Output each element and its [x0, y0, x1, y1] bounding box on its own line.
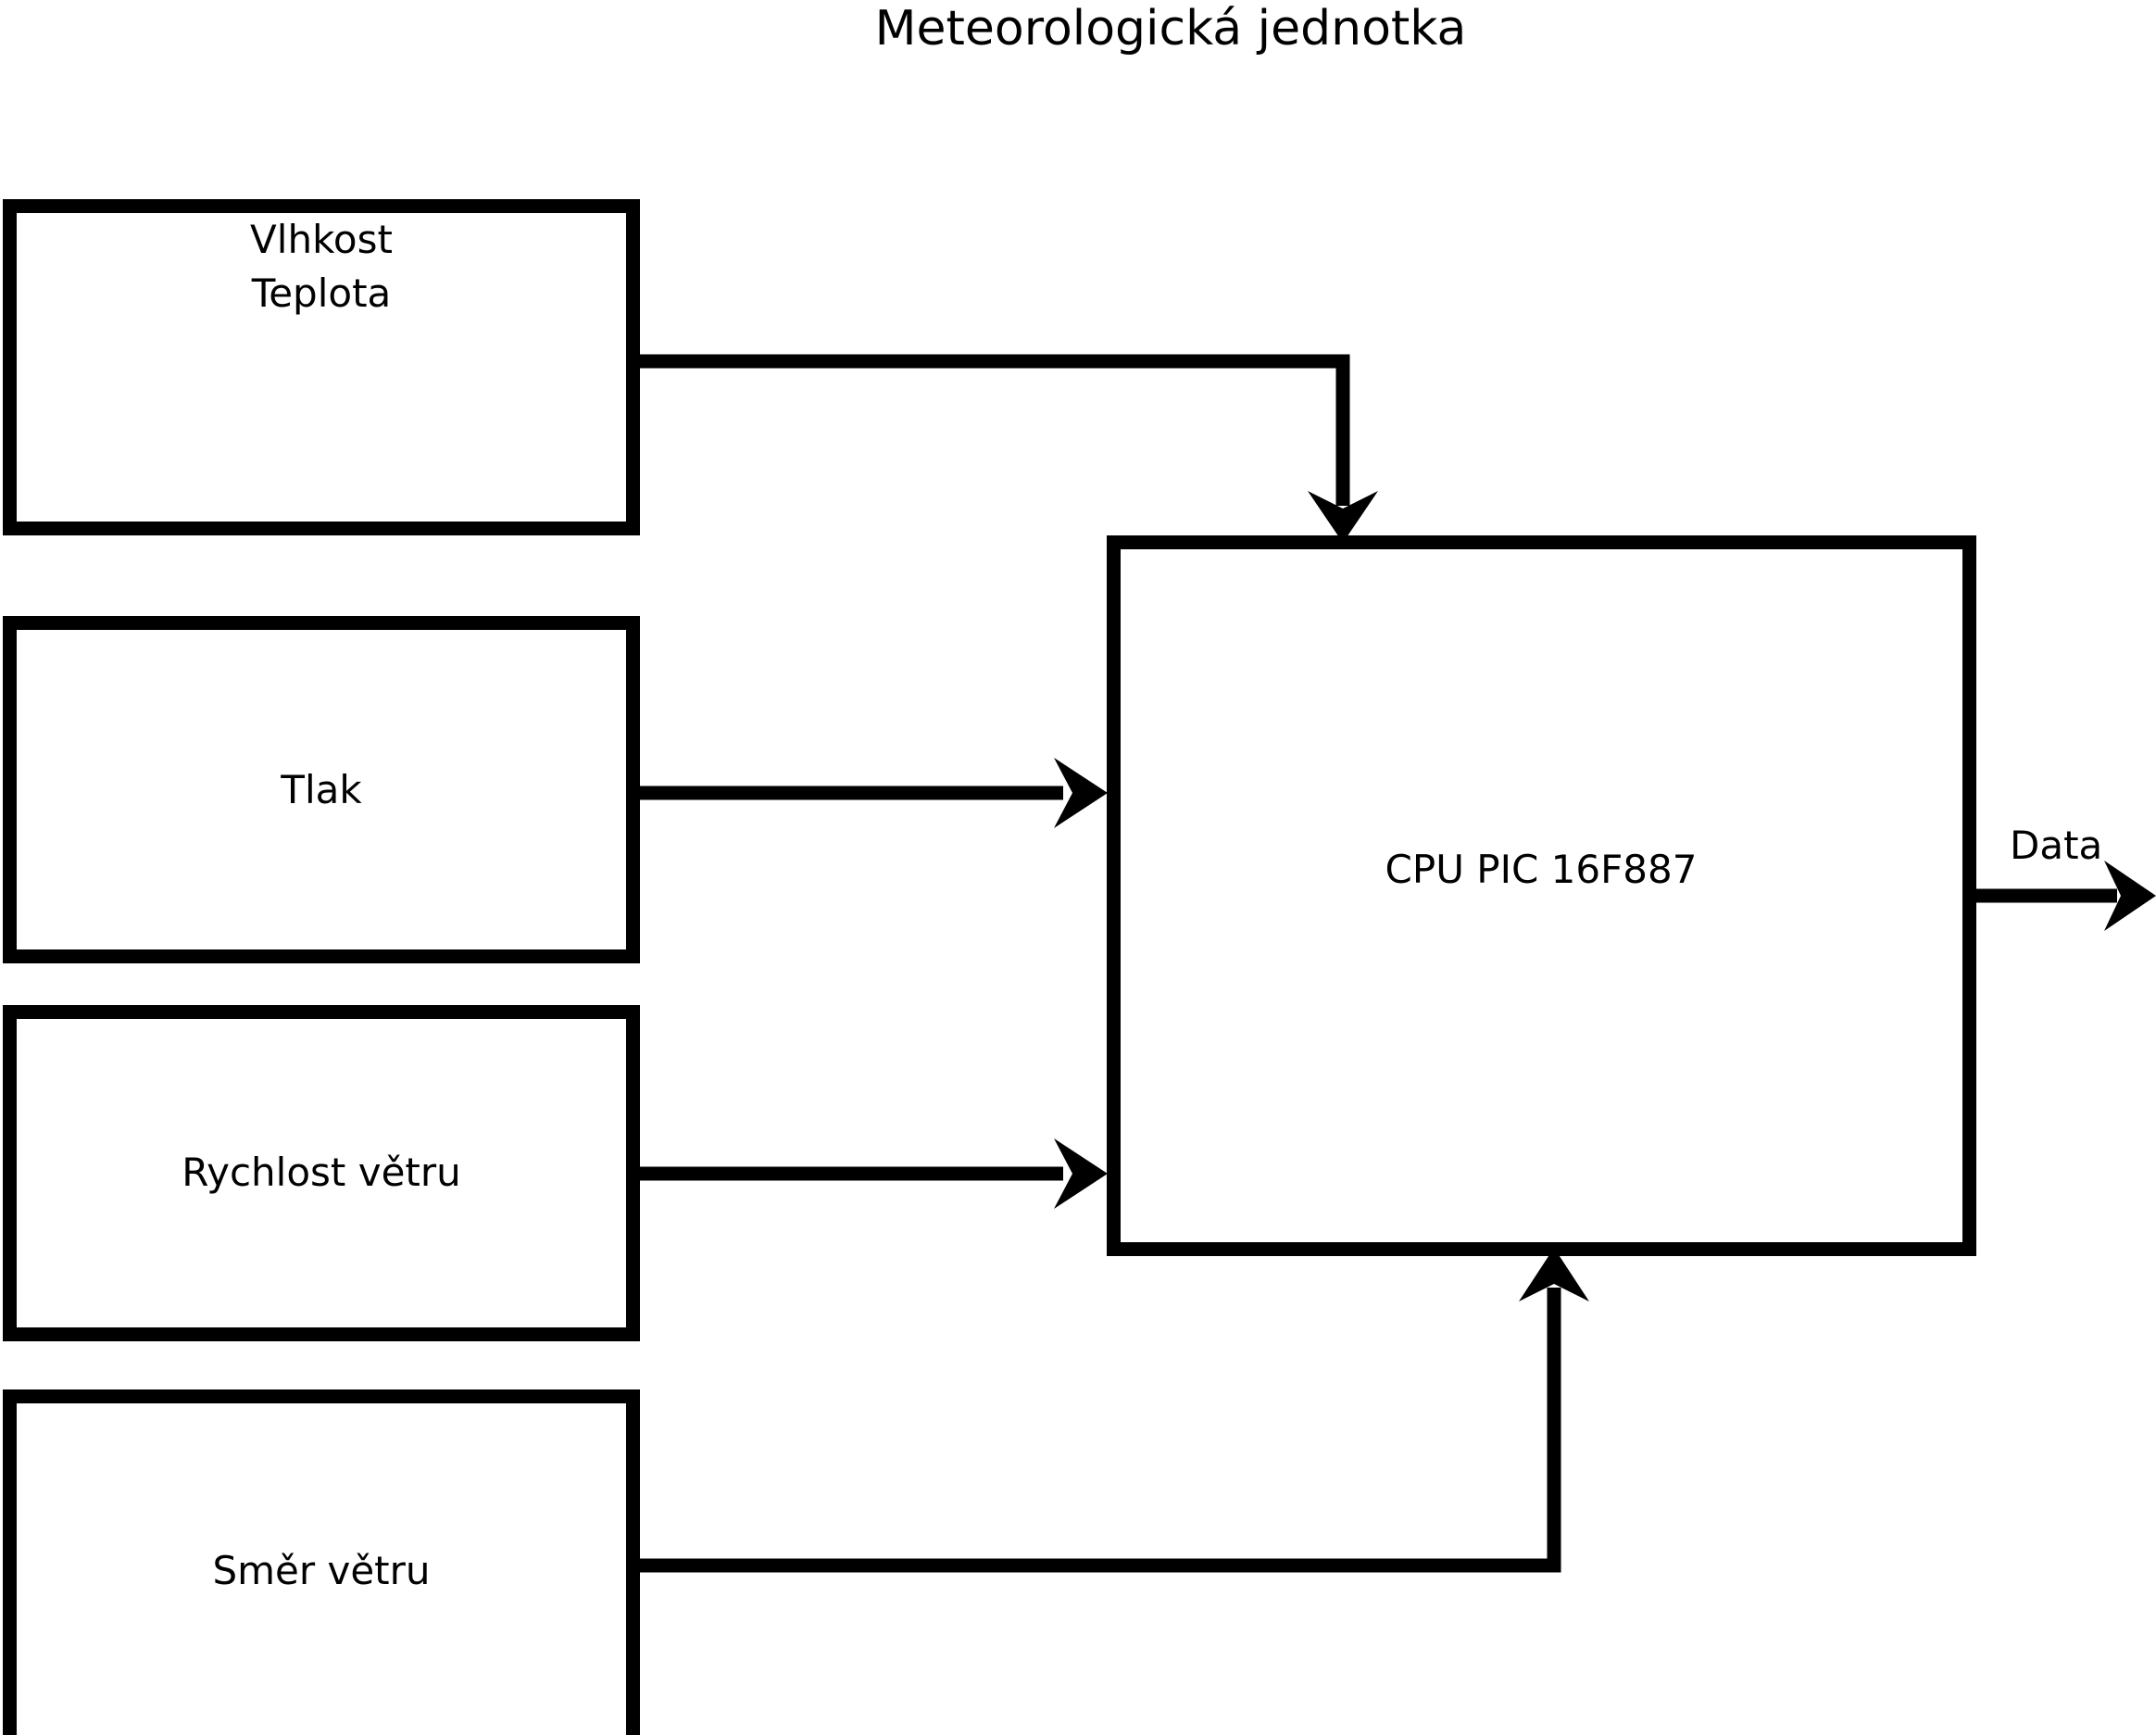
sensor-wind-speed-label: Rychlost větru — [182, 1150, 461, 1195]
arrowhead-down-into-cpu — [1308, 491, 1378, 543]
sensor-wind-speed-box — [3, 1005, 640, 1341]
sensor-wind-direction-box — [3, 1389, 640, 1735]
cpu-label: CPU PIC 16F887 — [1385, 847, 1698, 892]
arrowhead-up-into-cpu — [1519, 1248, 1589, 1301]
sensor-pressure-box — [3, 616, 640, 963]
wire-wind-direction-to-cpu — [633, 1288, 1561, 1573]
arrowhead-right-wind-speed — [1054, 1138, 1108, 1209]
arrowhead-right-pressure — [1054, 758, 1108, 828]
arrowhead-right-data-output — [2104, 861, 2156, 931]
cpu-box — [1107, 535, 1976, 1256]
sensor-pressure-label: Tlak — [280, 767, 362, 812]
page-title: Meteorologická jednotka — [875, 1, 1467, 57]
sensor-humidity-temperature-box — [3, 199, 640, 535]
sensor-wind-direction-label: Směr větru — [212, 1548, 430, 1593]
sensor-humidity-temperature-label-line1: Vlhkost — [250, 217, 393, 262]
data-output-label: Data — [2010, 823, 2102, 868]
wire-humidity-temperature-to-cpu — [633, 354, 1350, 506]
sensor-humidity-temperature-label-line2: Teplota — [251, 270, 392, 316]
